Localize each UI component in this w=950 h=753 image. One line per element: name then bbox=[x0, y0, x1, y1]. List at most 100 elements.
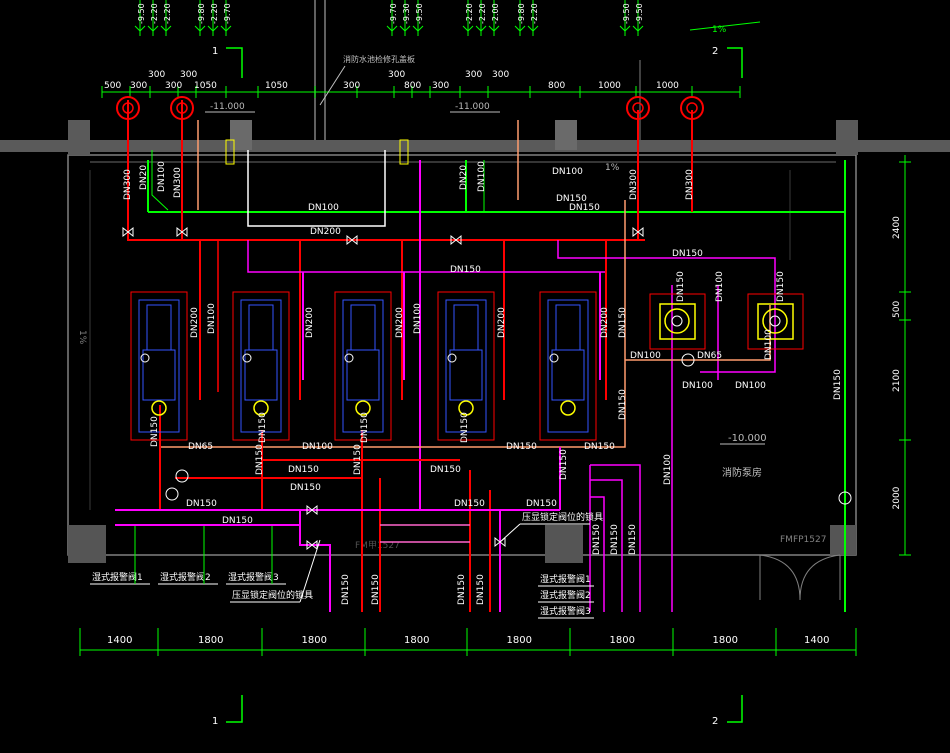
yellow-device-1 bbox=[225, 139, 235, 165]
label-dn200-p5: DN200 bbox=[600, 307, 610, 338]
flange-ring-1 bbox=[116, 96, 140, 120]
label-dn100-j7: DN100 bbox=[682, 381, 713, 391]
label-dn150-j1: DN150 bbox=[676, 271, 686, 302]
label-dn200-p3: DN200 bbox=[395, 307, 405, 338]
column-bottom-mid bbox=[545, 525, 583, 563]
gauge-symbol-4 bbox=[838, 491, 852, 505]
flange-ring-2 bbox=[170, 96, 194, 120]
label-dn300-d: DN300 bbox=[685, 169, 695, 200]
flange-inner-4 bbox=[686, 102, 698, 114]
pump-gauge bbox=[242, 353, 252, 363]
bottom-dim-value: 1800 bbox=[713, 635, 738, 646]
label-dn300-a: DN300 bbox=[123, 169, 133, 200]
yellow-device-2 bbox=[399, 139, 409, 165]
elev-arrow bbox=[632, 25, 644, 32]
label-dn150-b: DN150 bbox=[569, 203, 600, 213]
stabilizer-unit-2 bbox=[747, 293, 804, 350]
bottom-dim-value: 1800 bbox=[302, 635, 327, 646]
top-dim-value: 500 bbox=[104, 81, 121, 91]
pump-unit-3 bbox=[334, 291, 392, 441]
pump-motor bbox=[555, 304, 581, 351]
room-outline bbox=[67, 154, 857, 556]
label-dn200-main: DN200 bbox=[310, 227, 341, 237]
valve-symbol-5 bbox=[632, 226, 644, 238]
top-dim-value: 300 bbox=[148, 70, 165, 80]
elev-arrow bbox=[619, 25, 631, 32]
bottom-dim-value: 1800 bbox=[610, 635, 635, 646]
pump-outlet bbox=[253, 400, 269, 416]
elev-arrow bbox=[220, 25, 232, 32]
pump-base bbox=[445, 299, 487, 433]
label-dn100-j2: DN100 bbox=[715, 271, 725, 302]
pump-body bbox=[244, 349, 278, 401]
axis-bracket-top-left bbox=[226, 47, 243, 78]
bottom-dim-value: 1800 bbox=[404, 635, 429, 646]
elev-value: -2.20 bbox=[210, 3, 219, 24]
level-room: -10.000 bbox=[728, 433, 767, 444]
axis-label-top-right: 2 bbox=[712, 46, 718, 57]
elev-arrow bbox=[207, 25, 219, 32]
label-slope-mid: 1% bbox=[605, 163, 620, 173]
label-dn150-d7: DN150 bbox=[476, 574, 486, 605]
alarm-label-3: 湿式报警阀3 bbox=[540, 605, 591, 617]
top-slope-line bbox=[689, 21, 761, 31]
pump-outline bbox=[334, 291, 392, 441]
stabilizer-ring bbox=[762, 308, 788, 334]
column-bottom-right bbox=[830, 525, 856, 555]
top-dim-value: 1050 bbox=[265, 81, 288, 91]
top-dim-value: 300 bbox=[130, 81, 147, 91]
orange-jockey bbox=[625, 305, 771, 361]
gauge-note-2: 压显锁定阀位的锁具 bbox=[522, 511, 603, 523]
top-slope: 1% bbox=[712, 25, 727, 35]
top-dim-value: 800 bbox=[548, 81, 565, 91]
pump-base bbox=[240, 299, 282, 433]
pump-motor bbox=[453, 304, 479, 351]
label-dn150-n9: DN150 bbox=[506, 442, 537, 452]
magenta-jockey-loop bbox=[557, 240, 776, 373]
label-dn150-r2: DN150 bbox=[618, 389, 628, 420]
side-dim-value: 2400 bbox=[892, 216, 902, 239]
stabilizer-base bbox=[659, 303, 696, 340]
column-top-mid2 bbox=[555, 120, 577, 150]
label-dn20-a: DN20 bbox=[139, 165, 149, 190]
label-dn150-d4: DN150 bbox=[341, 574, 351, 605]
elev-value: -9.50 bbox=[622, 3, 631, 24]
elev-value: -9.50 bbox=[415, 3, 424, 24]
pump-unit-2 bbox=[232, 291, 290, 441]
pump-body bbox=[142, 349, 176, 401]
stabilizer-core bbox=[671, 315, 683, 327]
label-dn100-white: DN100 bbox=[308, 203, 339, 213]
label-dn200-p2: DN200 bbox=[305, 307, 315, 338]
pump-outline bbox=[437, 291, 495, 441]
label-dn150-d2: DN150 bbox=[454, 499, 485, 509]
pump-gauge bbox=[344, 353, 354, 363]
magenta-alarm-drop bbox=[299, 510, 331, 612]
label-dn100-n3: DN100 bbox=[663, 454, 673, 485]
top-dim-value: 300 bbox=[492, 70, 509, 80]
top-dim-value: 300 bbox=[165, 81, 182, 91]
flange-inner-3 bbox=[632, 102, 644, 114]
label-dn150-d6: DN150 bbox=[457, 574, 467, 605]
bottom-dim-value: 1800 bbox=[507, 635, 532, 646]
pump-body bbox=[449, 349, 483, 401]
pump-base bbox=[138, 299, 180, 433]
pump-base bbox=[342, 299, 384, 433]
column-bottom-left bbox=[68, 525, 106, 563]
valve-symbol-4 bbox=[450, 234, 462, 246]
label-dn150-n17: DN150 bbox=[186, 499, 217, 509]
pump-unit-1 bbox=[130, 291, 188, 441]
label-dn200-p4: DN200 bbox=[497, 307, 507, 338]
pump-outlet bbox=[560, 400, 576, 416]
elev-value: -2.20 bbox=[150, 3, 159, 24]
top-dim-value: 1000 bbox=[656, 81, 679, 91]
flange-ring-3 bbox=[626, 96, 650, 120]
elev-arrow bbox=[194, 25, 206, 32]
stabilizer-outline bbox=[649, 293, 706, 350]
top-dim-value: 800 bbox=[404, 81, 421, 91]
label-dn100-p3: DN100 bbox=[413, 303, 423, 334]
magenta-v2 bbox=[590, 479, 623, 612]
elev-arrow bbox=[412, 25, 424, 32]
elev-arrow bbox=[147, 25, 159, 32]
